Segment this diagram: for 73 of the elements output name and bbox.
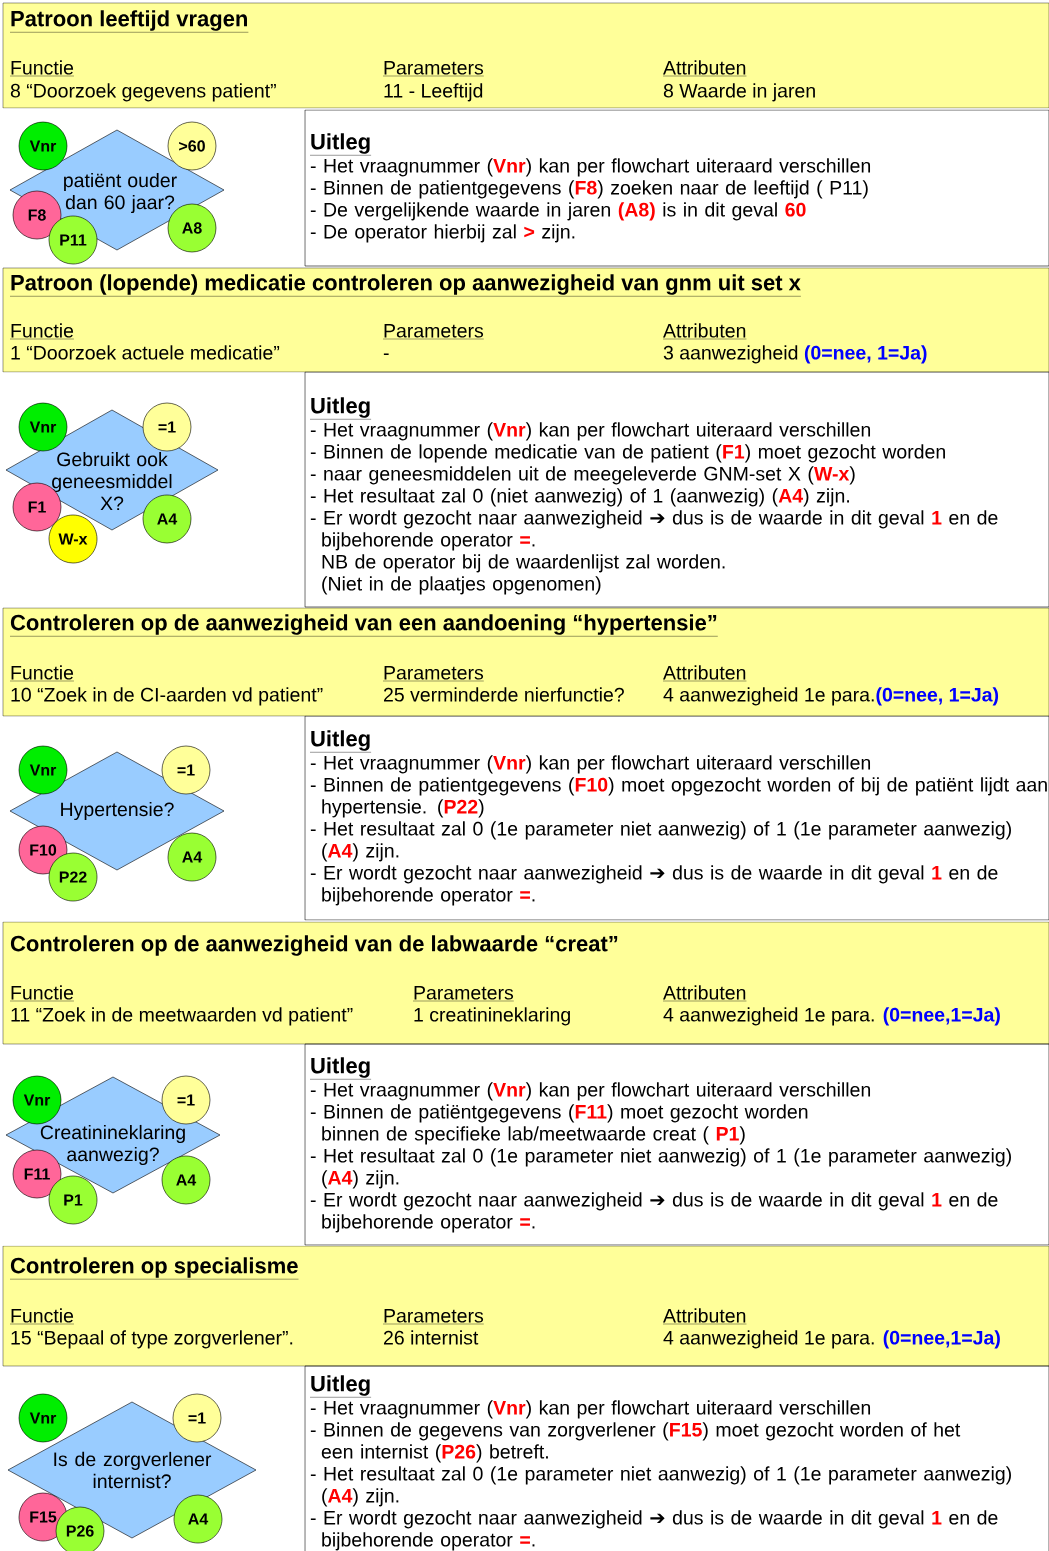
explanation-text: - Binnen de patientgegevens (F10) moet opgezocht worden of bij de patiënt lijdt aan hypertensie. (P22)	[310, 777, 1047, 818]
column-heading: Functie	[9, 323, 75, 340]
section-title: Controleren op specialisme	[9, 1257, 299, 1280]
explanation-text: - Het vraagnummer (Vnr) kan per flowchart uiteraard verschillen	[310, 422, 870, 441]
explanation-text: - Er wordt gezocht naar aanwezigheid ➔ dus is de waarde in dit geval 1 en de bijbehorende operator =.	[310, 510, 998, 551]
explanation-text: - Het resultaat zal 0 (1e parameter niet aanwezig) of 1 (1e parameter aanwezig) (A4) zijn.	[310, 1466, 1011, 1507]
column-value: 25 verminderde nierfunctie?	[384, 687, 624, 702]
panel-heading: Uitleg	[309, 1375, 372, 1398]
column-value: 4 aanwezigheid 1e para. (0=nee,1=Ja)	[663, 1330, 1000, 1349]
panel-heading: Uitleg	[309, 1057, 372, 1080]
header-band	[2, 607, 1049, 717]
explanation-text: - Het resultaat zal 0 (niet aanwezig) of 1 (aanwezig) (A4) zijn.	[310, 488, 849, 507]
panel-heading: Uitleg	[309, 730, 372, 753]
header-band	[2, 2, 1049, 109]
column-heading: Attributen	[662, 60, 747, 77]
column-heading: Attributen	[662, 985, 747, 1002]
explanation-panel	[304, 1365, 1049, 1551]
explanation-text: - Er wordt gezocht naar aanwezigheid ➔ dus is de waarde in dit geval 1 en de bijbehorende operator =.	[310, 1510, 998, 1551]
explanation-text: - Binnen de patientgegevens (F8) zoeken naar de leeftijd ( P11)	[310, 180, 868, 199]
column-heading: Attributen	[662, 1308, 747, 1325]
column-value: -	[383, 353, 389, 355]
column-heading: Parameters	[412, 986, 514, 1002]
header-band	[2, 267, 1049, 373]
column-value: 1 “Doorzoek actuele medicatie”	[11, 345, 280, 360]
section-title: Patroon leeftijd vragen	[9, 10, 249, 33]
explanation-text: - Het resultaat zal 0 (1e parameter niet aanwezig) of 1 (1e parameter aanwezig) (A4) zijn.	[310, 1148, 1011, 1189]
section-title: Controleren op de aanwezigheid van de labwaarde “creat”	[10, 935, 618, 956]
panel-heading: Uitleg	[309, 133, 372, 156]
column-value: 4 aanwezigheid 1e para.(0=nee, 1=Ja)	[663, 687, 999, 706]
column-value: 11 “Zoek in de meetwaarden vd patient”	[11, 1007, 353, 1026]
column-heading: Parameters	[382, 324, 484, 340]
explanation-text: - Binnen de patiëntgegevens (F11) moet gezocht worden binnen de specifieke lab/meetwaarde creat ( P1)	[310, 1104, 808, 1145]
column-heading: Attributen	[662, 323, 747, 340]
column-value: 10 “Zoek in de CI-aarden vd patient”	[11, 687, 323, 706]
explanation-panel	[304, 371, 1049, 608]
section-title: Patroon (lopende) medicatie controleren op aanwezigheid van gnm uit set x	[9, 274, 802, 297]
explanation-panel	[304, 109, 1049, 267]
explanation-text: - Het resultaat zal 0 (1e parameter niet aanwezig) of 1 (1e parameter aanwezig) (A4) zijn.	[310, 821, 1011, 862]
explanation-text: - naar geneesmiddelen uit de meegeleverde GNM-set X (W-x)	[310, 466, 855, 485]
column-heading: Parameters	[382, 61, 484, 77]
explanation-text: - Er wordt gezocht naar aanwezigheid ➔ dus is de waarde in dit geval 1 en de bijbehorende operator =.	[310, 865, 998, 906]
explanation-text: - De operator hierbij zal > zijn.	[310, 224, 575, 243]
explanation-text: - Het vraagnummer (Vnr) kan per flowchart uiteraard verschillen	[310, 1400, 870, 1419]
column-heading: Functie	[9, 60, 75, 77]
explanation-text: - Het vraagnummer (Vnr) kan per flowchart uiteraard verschillen	[310, 1082, 870, 1101]
explanation-text: - Er wordt gezocht naar aanwezigheid ➔ dus is de waarde in dit geval 1 en de bijbehorende operator =.	[310, 1192, 998, 1233]
explanation-text: - Binnen de gegevens van zorgverlener (F15) moet gezocht worden of het een internist (P26) betreft.	[310, 1422, 961, 1463]
explanation-text: - De vergelijkende waarde in jaren (A8) is in dit geval 60	[310, 202, 806, 221]
header-band	[2, 921, 1049, 1045]
column-value: 4 aanwezigheid 1e para. (0=nee,1=Ja)	[663, 1007, 1000, 1026]
column-heading: Functie	[9, 985, 75, 1002]
column-heading: Functie	[9, 665, 75, 682]
explanation-text: - Binnen de lopende medicatie van de patient (F1) moet gezocht worden	[310, 444, 945, 463]
column-heading: Functie	[9, 1308, 75, 1325]
explanation-text: - Het vraagnummer (Vnr) kan per flowchart uiteraard verschillen	[310, 158, 870, 177]
column-value: 26 internist	[384, 1330, 479, 1345]
column-value: 1 creatinineklaring	[414, 1007, 570, 1026]
column-value: 11 - Leeftijd	[384, 83, 483, 102]
explanation-text: - Het vraagnummer (Vnr) kan per flowchart uiteraard verschillen	[310, 755, 870, 774]
column-value: 8 “Doorzoek gegevens patient”	[10, 83, 276, 102]
column-value: 15 “Bepaal of type zorgverlener”.	[11, 1330, 293, 1349]
header-band	[2, 1245, 1049, 1367]
explanation-text: NB de operator bij de waardenlijst zal worden.	[322, 554, 725, 573]
column-heading: Attributen	[662, 665, 747, 682]
explanation-panel	[304, 715, 1049, 921]
section-title: Controleren op de aanwezigheid van een aandoening “hypertensie”	[9, 614, 718, 637]
column-value: 8 Waarde in jaren	[663, 83, 815, 102]
column-heading: Parameters	[382, 1309, 484, 1325]
explanation-panel	[304, 1043, 1049, 1246]
column-value: 3 aanwezigheid (0=nee, 1=Ja)	[663, 345, 927, 364]
panel-heading: Uitleg	[309, 397, 372, 420]
column-heading: Parameters	[382, 666, 484, 682]
explanation-text: (Niet in de plaatjes opgenomen)	[322, 576, 601, 595]
